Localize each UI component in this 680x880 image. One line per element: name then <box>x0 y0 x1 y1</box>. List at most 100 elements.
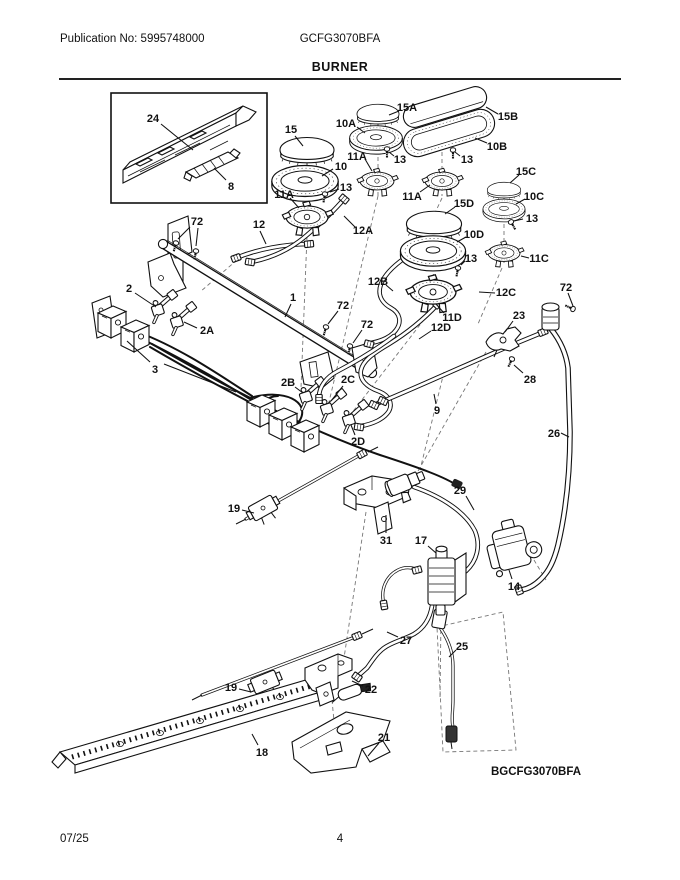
callout-leader <box>356 126 366 134</box>
callout-2C: 2C <box>341 374 355 386</box>
burner-set-left <box>271 136 339 237</box>
title-divider <box>59 78 621 80</box>
page-title: BURNER <box>311 60 369 74</box>
callout-11A: 11A <box>274 189 294 201</box>
callout-leader <box>367 742 380 757</box>
callout-leader <box>454 151 461 157</box>
callout-leader <box>515 198 526 205</box>
tube-27 <box>350 603 435 683</box>
callout-13: 13 <box>461 154 473 166</box>
callout-leader <box>474 137 488 144</box>
callout-17: 17 <box>415 535 427 547</box>
callout-leader <box>134 292 157 308</box>
spark-switch <box>290 419 320 453</box>
callout-72: 72 <box>361 319 373 331</box>
callout-leader <box>160 123 194 151</box>
callout-19: 19 <box>225 682 237 694</box>
callout-leader <box>294 135 304 147</box>
callout-29: 29 <box>454 485 466 497</box>
tube-12A <box>244 193 351 267</box>
callout-leader <box>460 260 466 266</box>
callout-leader <box>284 303 292 318</box>
callout-13: 13 <box>340 182 352 194</box>
callout-12D: 12D <box>431 322 451 334</box>
callout-leader <box>163 363 237 393</box>
screw-28 <box>504 354 517 369</box>
callout-13: 13 <box>465 253 477 265</box>
flash-tube-holder <box>245 494 281 525</box>
callout-leader <box>126 340 151 363</box>
callout-11C: 11C <box>529 253 549 265</box>
callout-25: 25 <box>456 641 468 653</box>
callout-leader <box>183 321 198 329</box>
burner-base-11A <box>421 167 464 197</box>
callout-72: 72 <box>560 282 572 294</box>
valve-14 <box>486 518 543 578</box>
orifice-holder-29 <box>384 471 426 504</box>
tube-12D <box>353 298 444 432</box>
screw-72 <box>320 323 331 337</box>
callout-10: 10 <box>335 161 347 173</box>
callout-72: 72 <box>337 300 349 312</box>
callout-1: 1 <box>290 292 296 304</box>
callout-26: 26 <box>548 428 560 440</box>
callout-leader <box>213 167 227 181</box>
igniter-lead-25 <box>431 608 458 750</box>
callout-leader <box>513 364 524 374</box>
callout-leader <box>241 509 255 514</box>
callout-24: 24 <box>147 113 160 125</box>
manifold-assembly <box>91 215 378 389</box>
callout-14: 14 <box>508 581 521 593</box>
part-24 <box>122 105 257 184</box>
burner-base-11A <box>356 167 399 197</box>
callout-15D: 15D <box>454 198 474 210</box>
burner-head-10A <box>349 125 403 155</box>
callout-leader <box>427 545 437 554</box>
callout-leader <box>195 227 199 247</box>
callout-leader <box>520 255 530 259</box>
callout-leader <box>386 631 399 638</box>
callout-13: 13 <box>394 154 406 166</box>
spark-switches <box>97 305 463 490</box>
spark-switch <box>120 319 150 353</box>
callout-72: 72 <box>191 216 203 228</box>
callout-28: 28 <box>524 374 536 386</box>
callout-leader <box>560 432 570 438</box>
footer-date: 07/25 <box>60 833 89 845</box>
callout-10D: 10D <box>464 229 484 241</box>
griddle-burner <box>402 86 496 197</box>
callout-2D: 2D <box>351 436 365 448</box>
publication-number: Publication No: 5995748000 <box>60 33 205 45</box>
callout-leader <box>388 151 395 157</box>
burner-cap-15A <box>356 103 400 127</box>
callout-leader <box>418 330 432 340</box>
callout-11A: 11A <box>347 151 367 163</box>
burner-set-center <box>399 210 467 314</box>
callout-leader <box>508 569 513 580</box>
screw-13 <box>452 264 463 278</box>
burner-base-11C <box>484 240 525 268</box>
burner-base-11A <box>281 200 334 237</box>
callout-leader <box>567 292 574 307</box>
callout-leader <box>465 495 475 511</box>
callout-2: 2 <box>126 283 132 295</box>
callout-leader <box>444 206 456 215</box>
callout-leader <box>513 218 524 222</box>
callout-leader <box>350 424 356 436</box>
bracket-22 <box>304 653 353 707</box>
callout-leader <box>343 215 356 228</box>
burner-cap-15 <box>279 136 335 167</box>
valve-2A <box>165 300 203 334</box>
callout-leader <box>289 197 300 209</box>
footer-page-number: 4 <box>336 833 344 845</box>
callout-leader <box>321 168 334 177</box>
callout-12B: 12B <box>368 276 388 288</box>
callout-2B: 2B <box>281 377 295 389</box>
tube-12B <box>363 242 428 349</box>
shield-21 <box>291 711 391 774</box>
pressure-pipe-26 <box>513 302 573 596</box>
callout-8: 8 <box>228 181 234 193</box>
callout-10C: 10C <box>524 191 544 203</box>
griddle-head-10B <box>402 108 496 158</box>
callout-leader <box>504 320 514 333</box>
